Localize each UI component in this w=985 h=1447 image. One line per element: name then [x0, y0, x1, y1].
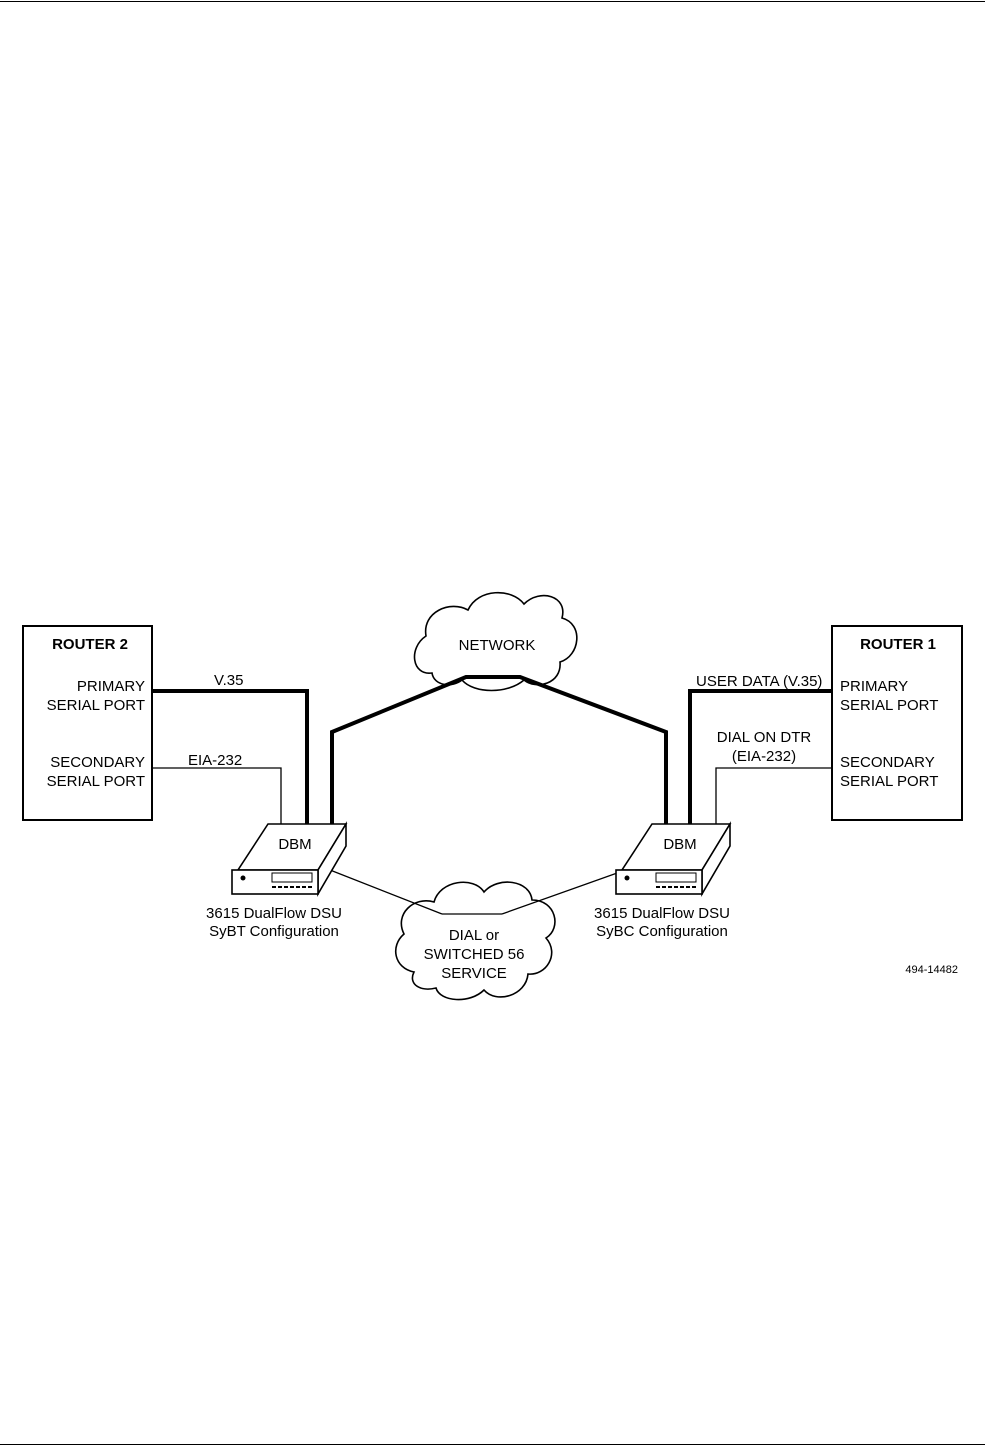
router-2-primary-port-label: SERIAL PORT: [47, 697, 145, 714]
router-1-secondary-eia232-link: [716, 768, 832, 826]
router-2-primary-port-label: PRIMARY: [77, 678, 145, 695]
router-1-primary-port-label: PRIMARY: [840, 678, 908, 695]
router-2-box: [23, 626, 152, 820]
right-dsu-logo-icon: [625, 876, 630, 881]
router-1-primary-port-label: SERIAL PORT: [840, 697, 938, 714]
router-1-secondary-port-label: SECONDARY: [840, 754, 935, 771]
right-dsu-module-label: DBM: [663, 836, 696, 853]
router-1-title: ROUTER 1: [860, 636, 936, 653]
network-cloud-label: NETWORK: [459, 637, 536, 654]
left-secondary-link-label: EIA-232: [188, 752, 242, 769]
dial-service-cloud: DIAL or SWITCHED 56 SERVICE: [396, 882, 555, 999]
dial-cloud-label-line2: SWITCHED 56: [424, 946, 525, 963]
dial-cloud-label-line1: DIAL or: [449, 927, 499, 944]
router-1-secondary-port-label: SERIAL PORT: [840, 773, 938, 790]
left-dsu-configuration-label: SyBT Configuration: [209, 923, 339, 940]
router-1-box: [832, 626, 962, 820]
left-dsu-to-dial-link: [330, 870, 442, 914]
router-1: ROUTER 1 PRIMARY SERIAL PORT SECONDARY S…: [832, 626, 962, 820]
left-dsu-logo-icon: [241, 876, 246, 881]
right-secondary-link-label: DIAL ON DTR: [717, 729, 812, 746]
router-2: ROUTER 2 PRIMARY SERIAL PORT SECONDARY S…: [23, 626, 152, 820]
router-2-secondary-port-label: SERIAL PORT: [47, 773, 145, 790]
right-primary-link-label: USER DATA (V.35): [696, 673, 822, 690]
left-dsu-module-label: DBM: [278, 836, 311, 853]
right-secondary-link-label: (EIA-232): [732, 748, 796, 765]
router-2-title: ROUTER 2: [52, 636, 128, 653]
right-dsu-device: DBM: [616, 824, 730, 894]
right-dsu-model-label: 3615 DualFlow DSU: [594, 905, 730, 922]
router-2-secondary-port-label: SECONDARY: [50, 754, 145, 771]
left-dsu-device: DBM: [232, 824, 346, 894]
dial-cloud-label-line3: SERVICE: [441, 965, 507, 982]
right-dsu-configuration-label: SyBC Configuration: [596, 923, 728, 940]
figure-id: 494-14482: [905, 964, 958, 976]
left-dsu-model-label: 3615 DualFlow DSU: [206, 905, 342, 922]
router-2-secondary-eia232-link: [152, 768, 281, 826]
left-dsu-to-network-link: [332, 677, 666, 824]
left-primary-link-label: V.35: [214, 672, 243, 689]
